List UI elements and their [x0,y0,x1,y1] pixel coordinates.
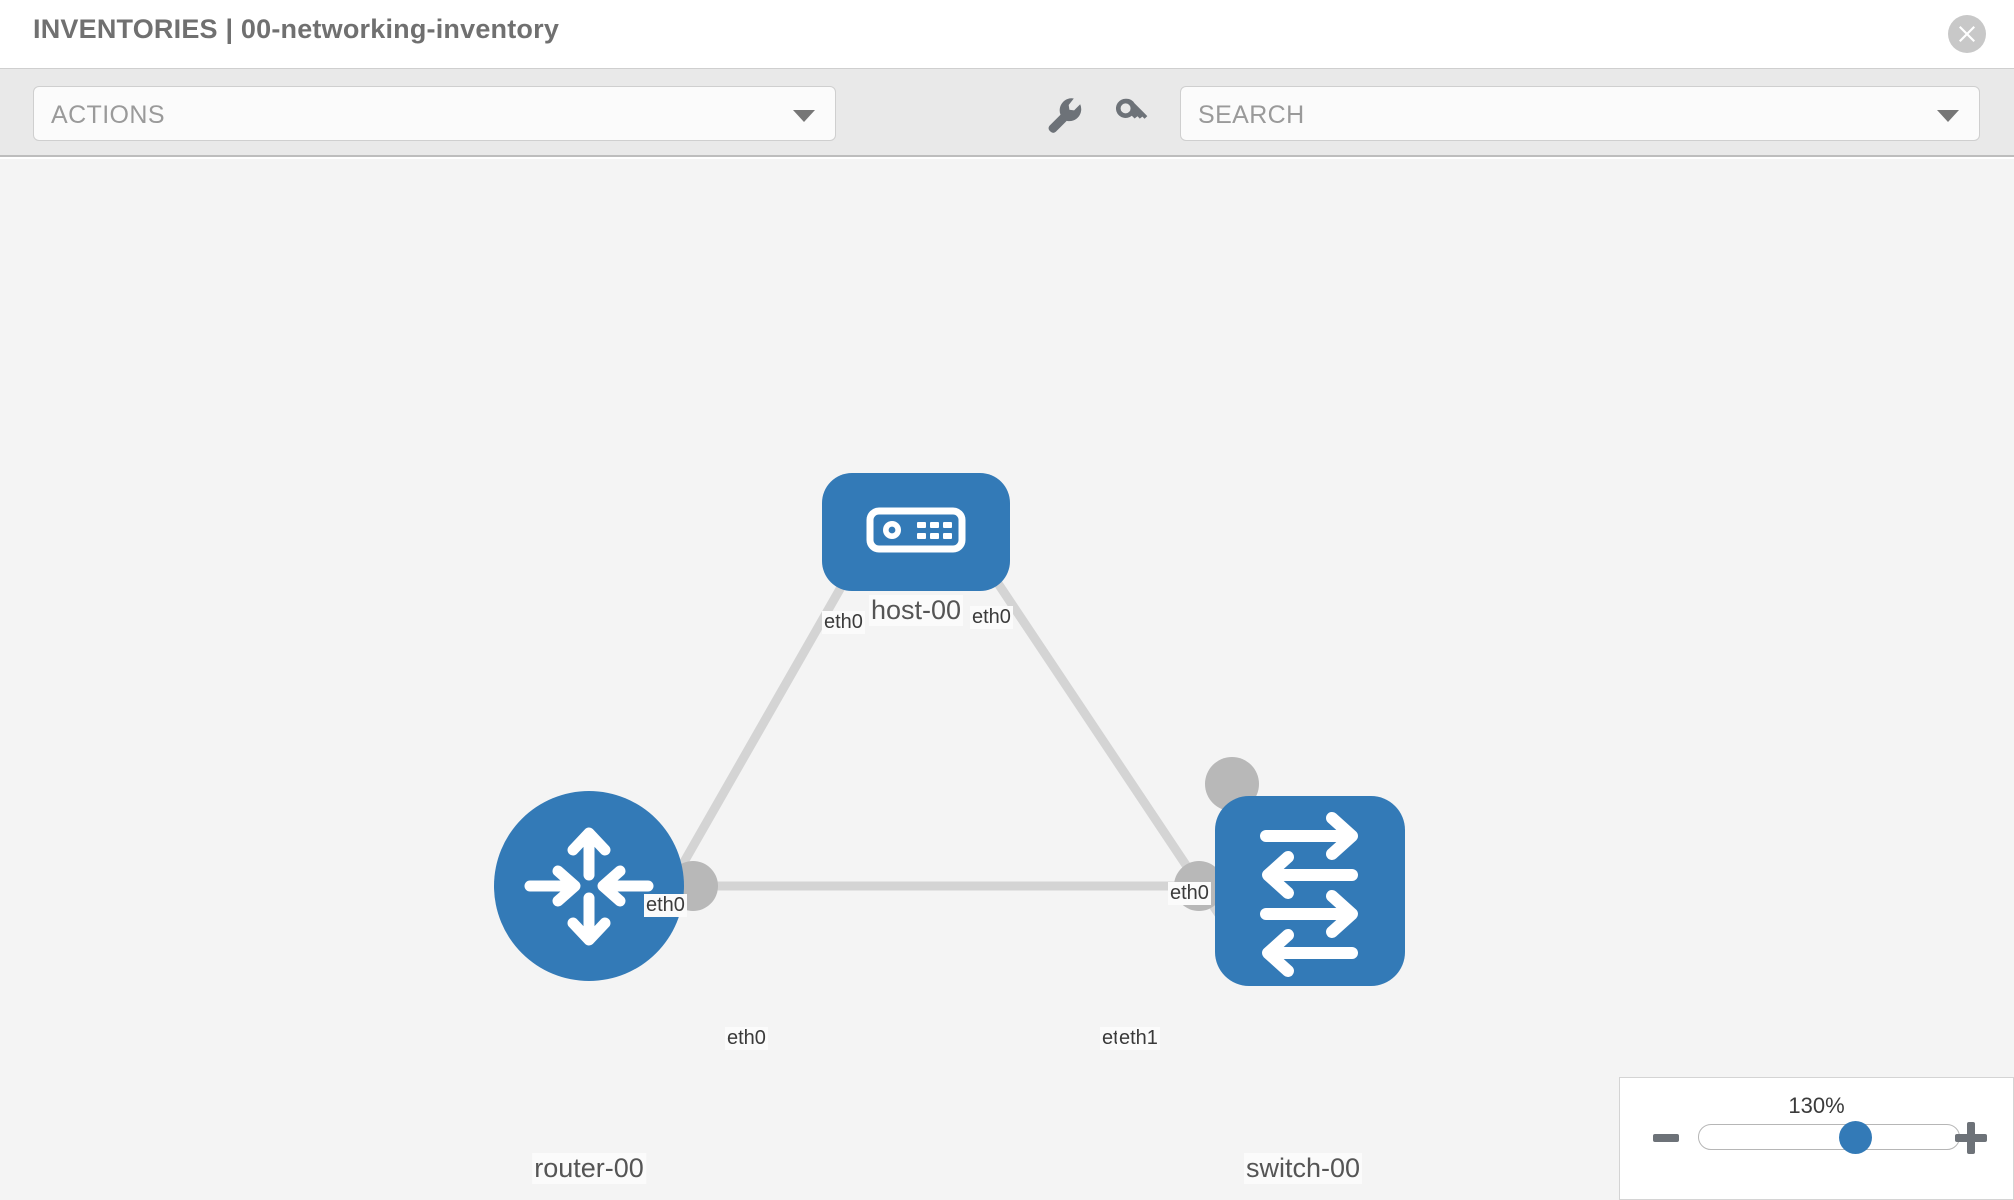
iface-label-switch00-west-eth1: eth1 [1117,1027,1160,1050]
server-icon [866,507,966,553]
iface-label-router00-east: eth0 [725,1027,768,1050]
minus-icon[interactable] [1653,1134,1679,1142]
zoom-slider-track[interactable] [1698,1124,1960,1150]
node-host-00[interactable] [822,473,1010,591]
iface-label-switch00-north: eth0 [1168,882,1211,905]
wrench-icon[interactable] [1040,91,1086,137]
close-icon[interactable] [1948,15,1986,53]
zoom-slider-thumb[interactable] [1839,1121,1872,1154]
plus-icon[interactable] [1955,1122,1987,1154]
key-icon[interactable] [1108,91,1154,137]
chevron-down-icon [793,110,815,122]
iface-label-host00-left: eth0 [822,611,865,634]
search-input[interactable]: SEARCH [1180,86,1980,141]
node-label-host-00: host-00 [868,595,964,626]
toolbar: ACTIONS SEARCH [0,68,2014,157]
search-placeholder: SEARCH [1198,101,1305,129]
topology-canvas[interactable]: eth0 eth0 eth0 eth0 eth0 eth1 eth0 host-… [0,159,2014,1200]
node-switch-00[interactable] [1215,796,1405,986]
page-title: INVENTORIES | 00-networking-inventory [33,14,560,44]
switch-icon [1260,812,1358,977]
node-label-switch-00: switch-00 [1243,1153,1363,1184]
zoom-level-value: 130% [1788,1093,1845,1118]
iface-label-router00-north: eth0 [644,894,687,917]
actions-dropdown[interactable]: ACTIONS [33,86,836,141]
chevron-down-icon [1937,110,1959,122]
node-router-00[interactable] [494,791,684,981]
page-header: INVENTORIES | 00-networking-inventory [0,0,2014,68]
router-icon [524,827,654,946]
actions-dropdown-label: ACTIONS [51,101,165,129]
iface-label-host00-right: eth0 [970,606,1013,629]
topology-graph [494,473,1405,986]
link-host00-switch00 [950,514,1227,924]
zoom-control-panel: 130% [1619,1077,2014,1200]
node-label-router-00: router-00 [532,1153,646,1184]
